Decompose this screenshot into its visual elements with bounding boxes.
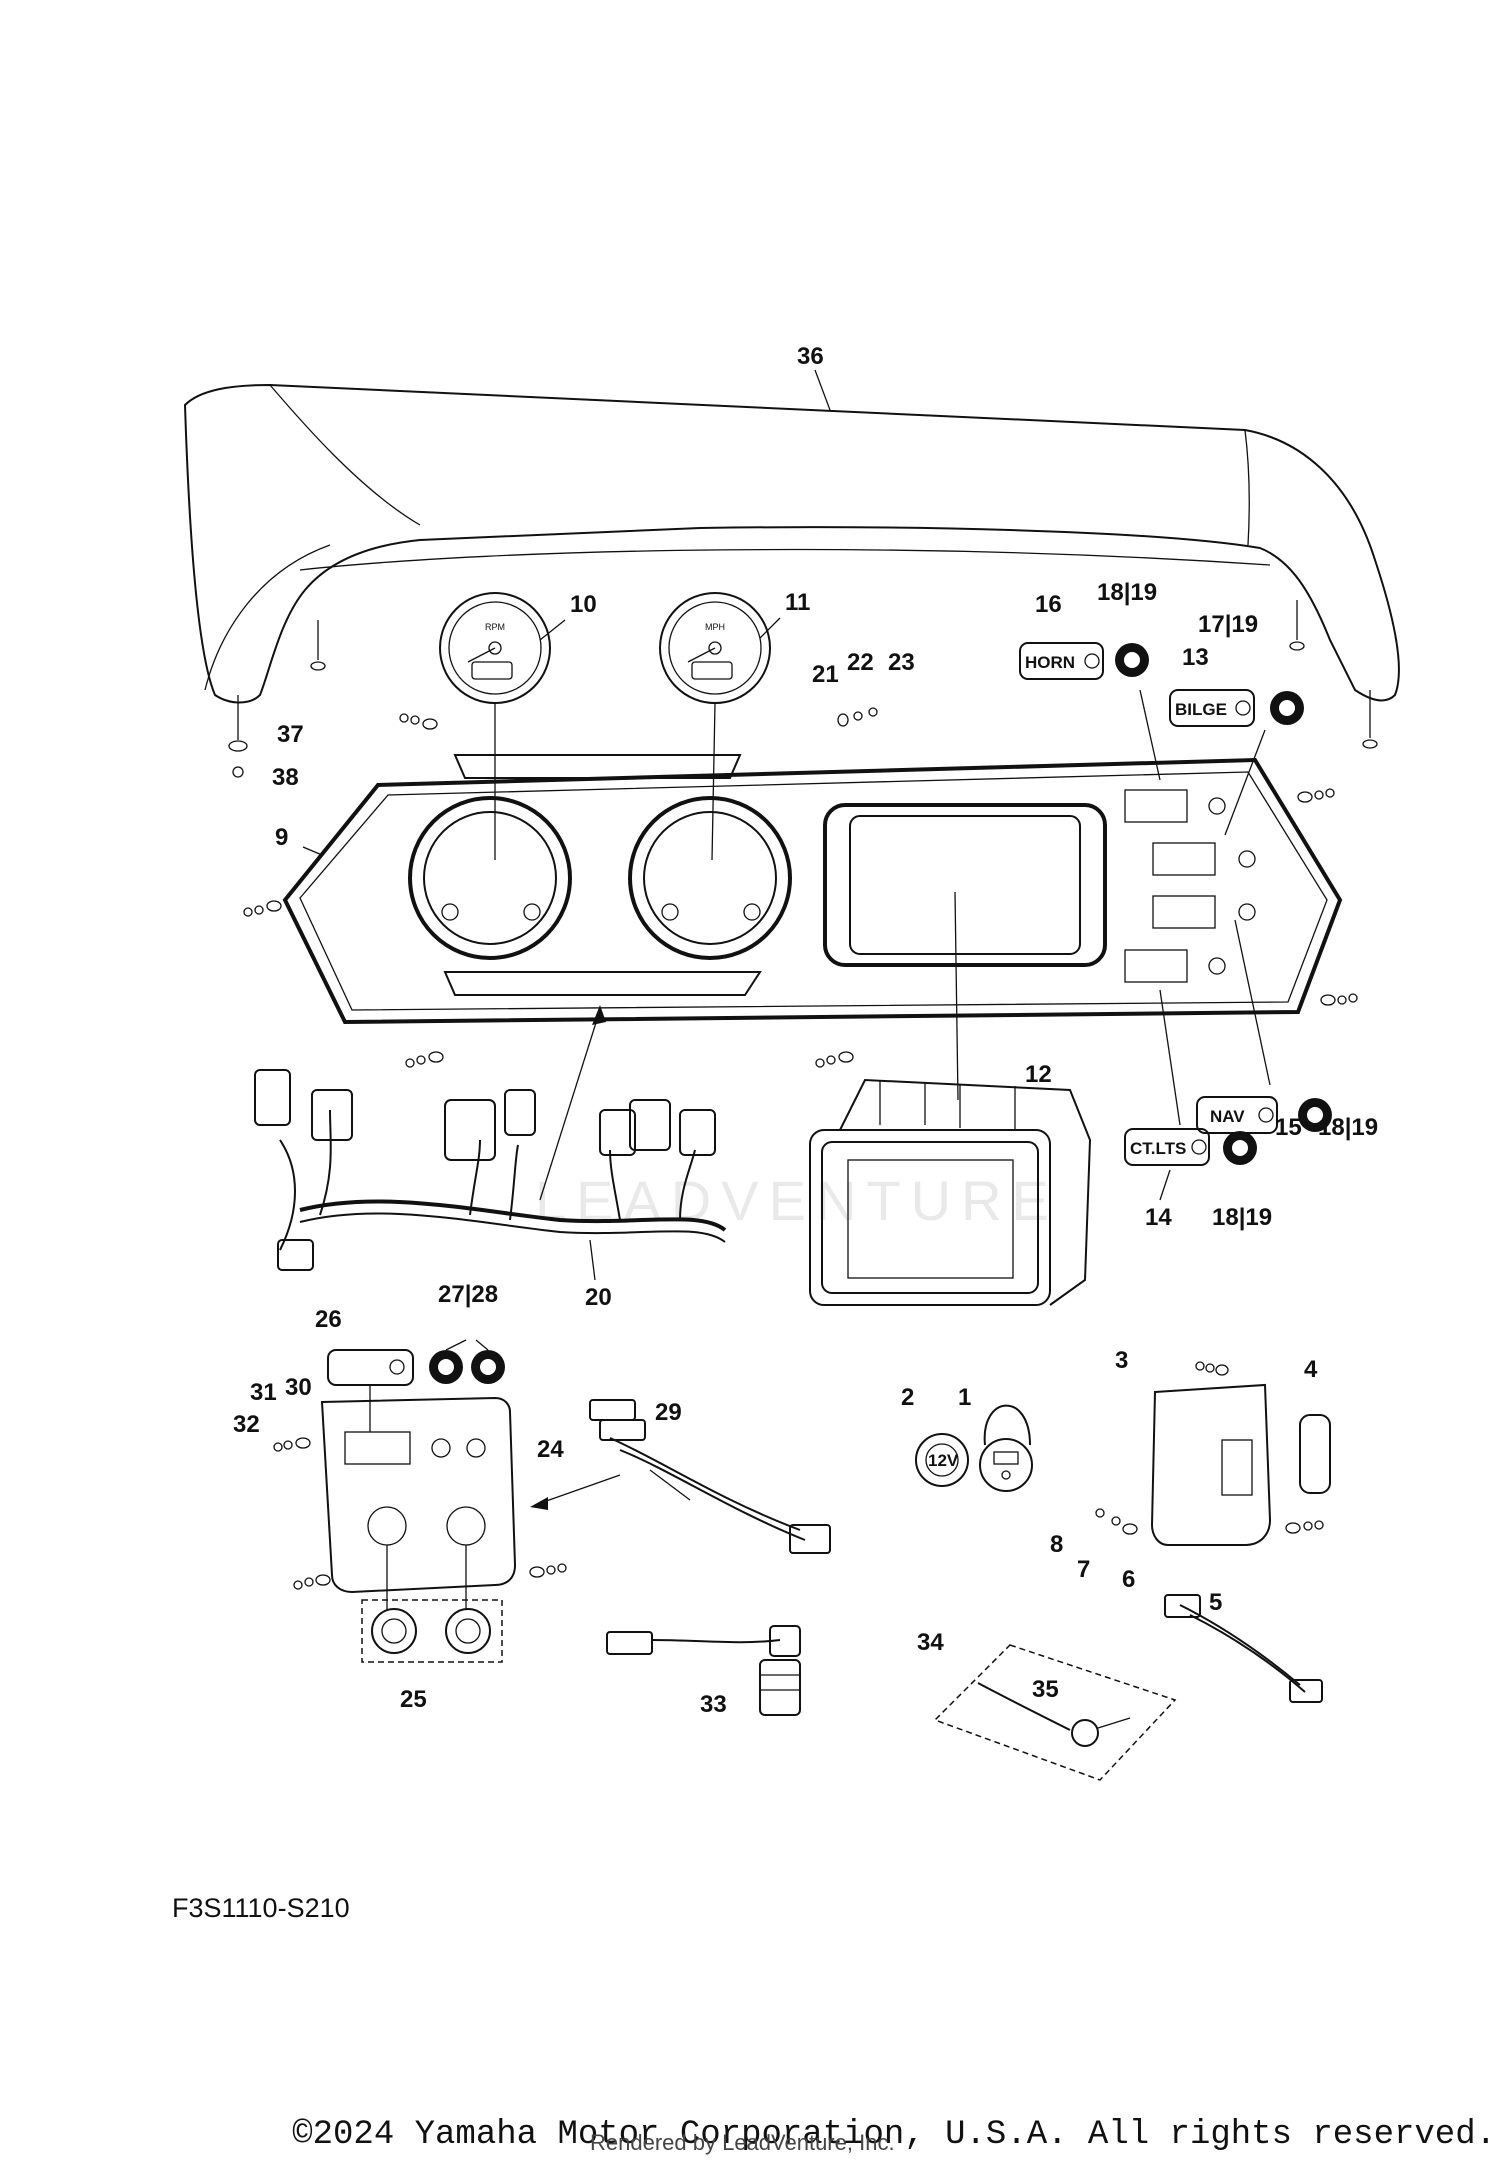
svg-text:13: 13: [1182, 644, 1209, 671]
svg-text:HORN: HORN: [1025, 653, 1075, 672]
main-wire-harness: [254, 1069, 727, 1271]
svg-text:17|19: 17|19: [1198, 611, 1258, 638]
copyright-notice: ©2024 Yamaha Motor Corporation, U.S.A. A…: [292, 2116, 1496, 2154]
svg-text:27|28: 27|28: [438, 1281, 498, 1308]
svg-text:30: 30: [285, 1374, 312, 1401]
svg-text:RPM: RPM: [485, 622, 505, 632]
svg-text:9: 9: [275, 824, 288, 851]
dash-top-cover: [183, 383, 1400, 704]
svg-text:12V: 12V: [928, 1451, 959, 1470]
svg-text:NAV: NAV: [1210, 1107, 1245, 1126]
svg-text:15: 15: [1275, 1114, 1302, 1141]
svg-text:22: 22: [847, 649, 874, 676]
svg-text:29: 29: [655, 1399, 682, 1426]
harness-5: [1164, 1594, 1323, 1703]
bilge-switch: BILGE: [1169, 689, 1255, 727]
svg-text:BILGE: BILGE: [1175, 700, 1227, 719]
svg-text:11: 11: [785, 589, 810, 616]
svg-text:6: 6: [1122, 1566, 1135, 1593]
svg-text:5: 5: [1209, 1589, 1222, 1616]
svg-text:20: 20: [585, 1284, 612, 1311]
rocker-switch-4: [1299, 1414, 1331, 1494]
svg-text:14: 14: [1145, 1204, 1172, 1231]
horn-switch: HORN: [1019, 642, 1104, 680]
svg-text:36: 36: [797, 343, 824, 370]
horn-knob: [1115, 643, 1149, 677]
svg-text:4: 4: [1304, 1356, 1318, 1383]
washer-37: [228, 740, 248, 752]
svg-text:18|19: 18|19: [1097, 579, 1157, 606]
nut-38: [232, 766, 244, 778]
panel-hardware-24: [273, 1437, 567, 1590]
svg-text:34: 34: [917, 1629, 944, 1656]
svg-text:8: 8: [1050, 1531, 1063, 1558]
svg-text:23: 23: [888, 649, 915, 676]
svg-text:10: 10: [570, 591, 597, 618]
drawing-code: F3S1110-S210: [172, 1893, 350, 1923]
svg-text:35: 35: [1032, 1676, 1059, 1703]
outlets-25: [361, 1599, 503, 1663]
svg-text:7: 7: [1077, 1556, 1090, 1583]
svg-text:21: 21: [812, 661, 839, 688]
svg-text:12: 12: [1025, 1061, 1052, 1088]
svg-text:38: 38: [272, 764, 299, 791]
cover-panel-3: [1150, 1383, 1272, 1546]
svg-text:2: 2: [901, 1384, 914, 1411]
panel-hardware-3: [1095, 1361, 1324, 1535]
switch-harness-29: [589, 1399, 831, 1554]
svg-text:37: 37: [277, 721, 304, 748]
bilge-knob: [1270, 691, 1304, 725]
callout-labels: 36 10 11 16 18|19 17|19 13 21 22 23 37 3…: [233, 343, 1378, 1718]
svg-text:32: 32: [233, 1411, 260, 1438]
svg-text:18|19: 18|19: [1212, 1204, 1272, 1231]
nav-switch: NAV: [1196, 1096, 1278, 1134]
multifunction-display: [809, 1078, 1092, 1306]
svg-text:31: 31: [250, 1379, 277, 1406]
aux-switch-panel: [320, 1396, 517, 1594]
mounting-studs: [237, 600, 1378, 749]
rendered-by-notice: Rendered by LeadVenture, Inc.: [590, 2130, 895, 2155]
dash-panel: [282, 754, 1343, 1025]
svg-text:24: 24: [537, 1436, 564, 1463]
svg-text:MPH: MPH: [705, 622, 725, 632]
outlet-12v-2: 12V: [915, 1433, 969, 1487]
panel-hardware: [243, 707, 1358, 1068]
svg-text:CT.LTS: CT.LTS: [1130, 1139, 1186, 1158]
svg-text:26: 26: [315, 1306, 342, 1333]
sensor-33: [606, 1625, 801, 1716]
speedometer-gauge: MPH: [659, 592, 771, 704]
knobs-27-28: [429, 1350, 505, 1384]
ct-lts-knob: [1223, 1131, 1257, 1165]
tachometer-gauge: RPM: [439, 592, 551, 704]
nav-knob: [1298, 1098, 1332, 1132]
rocker-switch-26: [327, 1349, 414, 1386]
ct-lts-switch: CT.LTS: [1124, 1128, 1210, 1166]
svg-text:1: 1: [958, 1384, 971, 1411]
svg-text:16: 16: [1035, 591, 1062, 618]
svg-text:25: 25: [400, 1686, 427, 1713]
kit-34: [933, 1644, 1177, 1781]
svg-text:3: 3: [1115, 1347, 1128, 1374]
svg-text:33: 33: [700, 1691, 727, 1718]
svg-text:18|19: 18|19: [1318, 1114, 1378, 1141]
usb-outlet-1: [979, 1404, 1033, 1492]
